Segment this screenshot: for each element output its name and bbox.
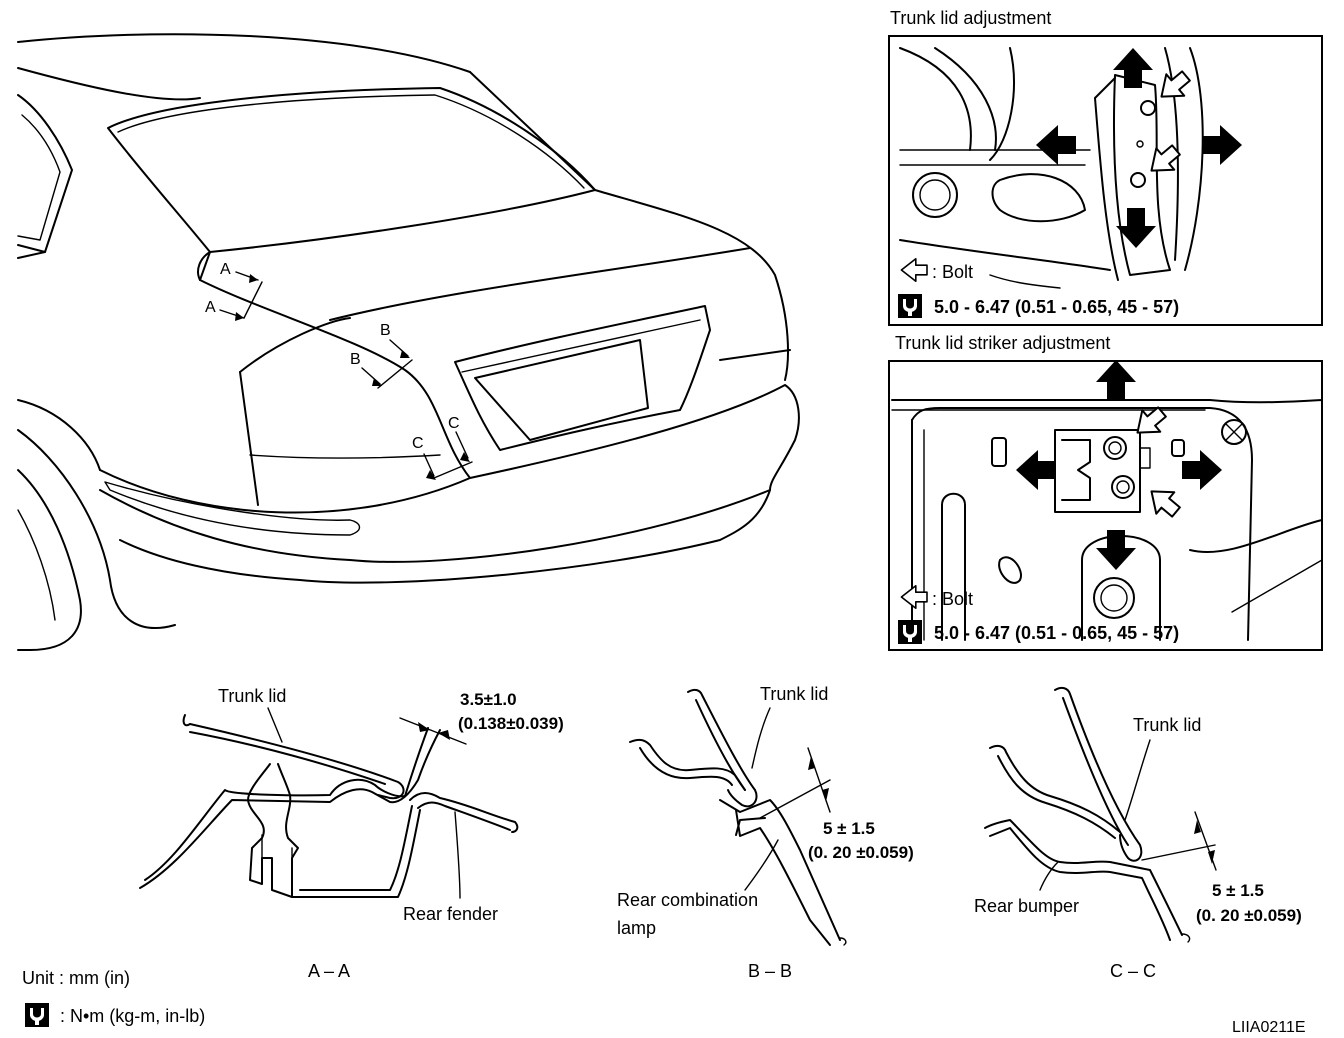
svg-text:B: B [380, 322, 391, 339]
figure-id: LIIA0211E [1232, 1019, 1306, 1036]
torque-wrench-icon [898, 620, 922, 644]
unit-legend: Unit : mm (in) [22, 968, 130, 988]
marker-b-top: B [380, 322, 410, 358]
gap-inch: (0. 20 ±0.059) [1196, 906, 1302, 925]
torque-unit-legend: : N•m (kg-m, in-lb) [60, 1006, 205, 1026]
section-line-a [243, 281, 263, 319]
label-trunk-lid: Trunk lid [760, 684, 828, 704]
marker-b-bottom: B [350, 351, 382, 386]
section-line-c [433, 461, 473, 479]
svg-text:A: A [220, 261, 231, 278]
label-rear-bumper: Rear bumper [974, 896, 1079, 916]
marker-a-top: A [220, 261, 259, 283]
bolt-legend-label: : Bolt [932, 262, 973, 282]
marker-a-bottom: A [205, 299, 245, 321]
section-caption-cc: C – C [1110, 961, 1156, 981]
car-rear-illustration: A A B B C C [17, 33, 800, 651]
panel-title-striker-adjustment: Trunk lid striker adjustment [895, 333, 1110, 353]
section-caption-aa: A – A [308, 961, 350, 981]
section-line-b [377, 359, 413, 389]
torque-spec: 5.0 - 6.47 (0.51 - 0.65, 45 - 57) [934, 623, 1179, 643]
svg-text:A: A [205, 299, 216, 316]
label-trunk-lid: Trunk lid [218, 686, 286, 706]
gap-inch: (0. 20 ±0.059) [808, 843, 914, 862]
marker-c-right: C [448, 415, 470, 462]
panel-title-trunk-lid-adjustment: Trunk lid adjustment [890, 8, 1051, 28]
marker-c-left: C [412, 435, 436, 480]
svg-text:C: C [412, 435, 424, 452]
striker-adjustment-panel: : Bolt 5.0 - 6.47 (0.51 - 0.65, 45 - 57) [888, 360, 1323, 651]
section-aa: Trunk lid 3.5±1.0 (0.138±0.039) Rear fen… [139, 686, 564, 981]
section-caption-bb: B – B [748, 961, 792, 981]
label-rear-combination-lamp: Rear combination [617, 890, 758, 910]
torque-spec: 5.0 - 6.47 (0.51 - 0.65, 45 - 57) [934, 297, 1179, 317]
svg-text:B: B [350, 351, 361, 368]
section-bb: Trunk lid 5 ± 1.5 (0. 20 ±0.059) Rear co… [617, 684, 914, 981]
torque-wrench-icon [25, 1003, 49, 1027]
trunk-lid-adjustment-panel: : Bolt 5.0 - 6.47 (0.51 - 0.65, 45 - 57) [888, 35, 1323, 326]
label-rear-fender: Rear fender [403, 904, 498, 924]
torque-wrench-icon [898, 294, 922, 318]
gap-inch: (0.138±0.039) [458, 714, 564, 733]
label-lamp: lamp [617, 918, 656, 938]
bolt-legend-label: : Bolt [932, 589, 973, 609]
gap-value: 3.5±1.0 [460, 690, 517, 709]
gap-value: 5 ± 1.5 [823, 819, 875, 838]
gap-value: 5 ± 1.5 [1212, 881, 1264, 900]
svg-text:C: C [448, 415, 460, 432]
label-trunk-lid: Trunk lid [1133, 715, 1201, 735]
section-cc: Trunk lid 5 ± 1.5 (0. 20 ±0.059) Rear bu… [974, 686, 1302, 981]
